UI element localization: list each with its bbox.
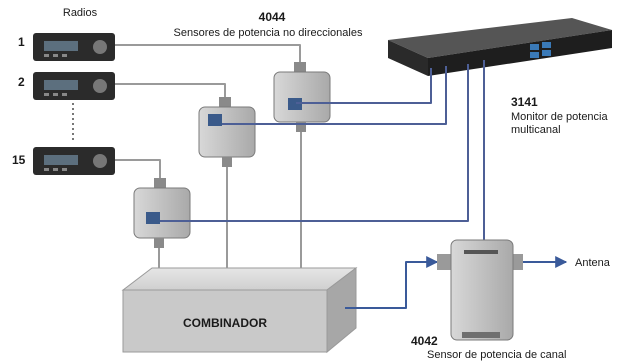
channel-power-sensor — [437, 239, 523, 341]
radios-title: Radios — [63, 7, 98, 19]
radio-2 — [33, 72, 115, 100]
radio-2-number: 2 — [18, 75, 25, 89]
cable-sensor1-monitor — [296, 68, 432, 104]
combiner-label: COMBINADOR — [183, 316, 267, 330]
monitor-description-line2: multicanal — [511, 124, 561, 136]
radio-15 — [33, 147, 115, 175]
cable-combiner-channel-sensor — [345, 256, 439, 309]
channel-sensor-model-label: 4042 — [411, 334, 438, 348]
power-sensor-1 — [273, 62, 331, 132]
cable-radio15-sensor — [115, 159, 161, 178]
cable-radio2-sensor — [115, 83, 226, 97]
cable-sensor2-monitor — [222, 66, 447, 125]
monitor-model-label: 3141 — [511, 95, 538, 109]
multichannel-power-monitor — [388, 18, 612, 76]
channel-sensor-description: Sensor de potencia de canal — [427, 349, 566, 361]
sensor-model-label: 4044 — [259, 10, 286, 24]
radio-1 — [33, 33, 115, 61]
antenna-label: Antena — [575, 257, 611, 269]
cable-sensor3-monitor — [160, 64, 469, 222]
radio-15-number: 15 — [12, 153, 26, 167]
sensor-description-label: Sensores de potencia no direccionales — [174, 27, 363, 39]
power-sensor-2 — [198, 97, 256, 167]
power-sensor-3 — [133, 178, 191, 248]
combiner-box — [121, 266, 358, 354]
cable-radio1-sensor — [115, 44, 301, 62]
monitor-description-line1: Monitor de potencia — [511, 111, 608, 123]
radio-1-number: 1 — [18, 35, 25, 49]
